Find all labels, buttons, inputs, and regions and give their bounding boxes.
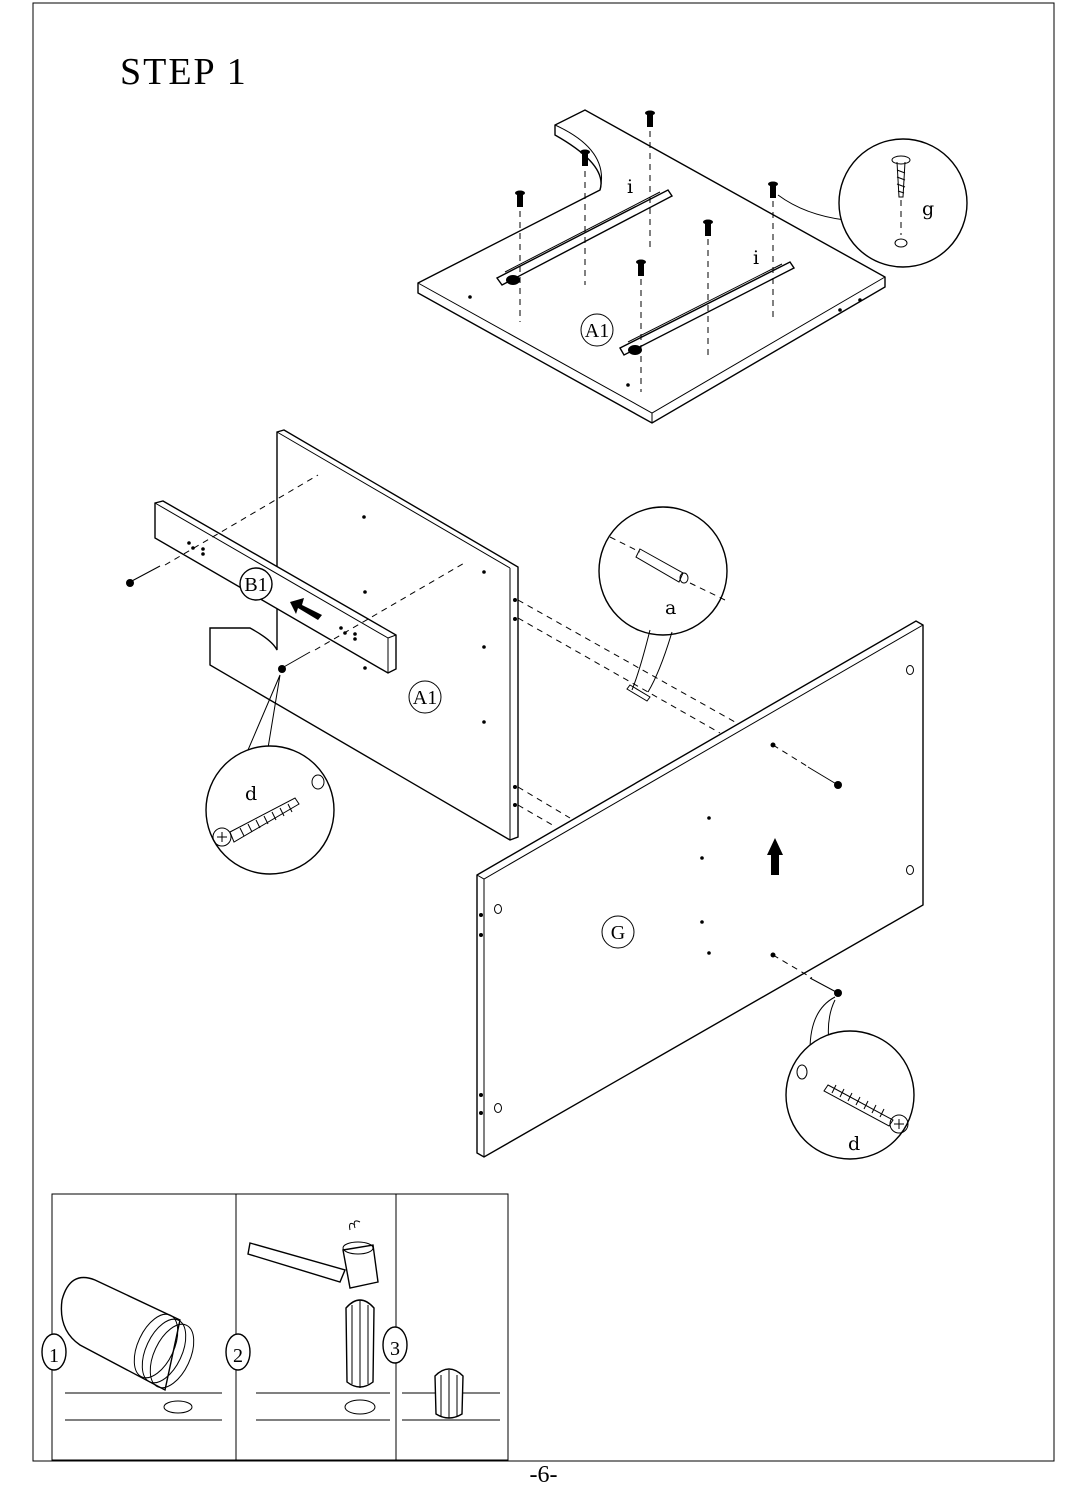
- side-panel-label: A1: [413, 687, 437, 709]
- front-panel-label: G: [611, 922, 625, 944]
- screw-g-label: g: [922, 198, 934, 220]
- slide-label-right: i: [753, 247, 759, 269]
- top-panel-a1: i i A1: [418, 110, 885, 423]
- top-panel-label: A1: [585, 320, 609, 342]
- dowel-insertion-inset: 1 2 3: [42, 1194, 508, 1460]
- slide-label-left: i: [627, 176, 633, 198]
- screw-d-label-left: d: [245, 783, 257, 805]
- inset-step-1: 1: [42, 1278, 222, 1421]
- screw-d-callout-right: d: [786, 997, 914, 1159]
- inset-step-3: 3: [383, 1327, 500, 1420]
- rail-label: B1: [244, 574, 267, 596]
- inset-step-2: 2: [226, 1221, 390, 1420]
- screw-d-label-right: d: [848, 1133, 860, 1155]
- inset-step-3-label: 3: [390, 1338, 400, 1360]
- inset-step-1-label: 1: [49, 1345, 59, 1367]
- page-number: -6-: [0, 1462, 1087, 1489]
- dowel-label: a: [665, 597, 676, 619]
- dowel-a-callout: a: [599, 507, 727, 701]
- inset-step-2-label: 2: [233, 1345, 243, 1367]
